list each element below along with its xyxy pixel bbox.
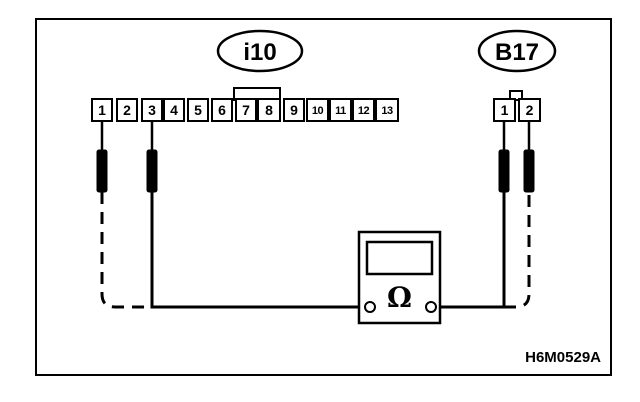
connector-i10-pin-label: 9 — [290, 102, 298, 118]
alternate-wires — [100, 192, 531, 309]
measurement-wires — [150, 192, 506, 309]
connector-i10-pin-label: 13 — [381, 105, 393, 117]
connector-i10-pin-row — [91, 98, 399, 122]
ohmmeter-terminal-left — [364, 301, 376, 313]
connector-i10: i10 1 2 3 4 5 6 7 8 9 — [91, 29, 399, 122]
connector-b17: B17 1 2 — [477, 29, 557, 122]
connector-i10-pin-label: 6 — [218, 102, 226, 118]
ohmmeter-display — [365, 240, 434, 276]
connector-i10-pin-cell — [257, 98, 281, 122]
connector-i10-pin-label: 5 — [194, 102, 202, 118]
connector-i10-pin-label: 12 — [358, 105, 370, 117]
probe-leads — [100, 121, 531, 150]
wire-i10-pin-1-dashed — [100, 192, 152, 309]
connector-i10-pin-label: 3 — [148, 102, 156, 118]
connector-b17-label: B17 — [495, 39, 539, 66]
connector-b17-label-oval — [477, 29, 557, 73]
reference-code: H6M0529A — [525, 349, 601, 366]
connector-i10-pin-cell — [283, 98, 305, 122]
wire-i10-pin-3-to-meter — [150, 192, 370, 309]
connector-b17-pin-label: 1 — [501, 102, 509, 118]
ohmmeter: Ω — [357, 230, 442, 325]
connector-i10-pin-cell — [116, 98, 138, 122]
connector-i10-pin-label: 4 — [170, 102, 178, 118]
connector-i10-pin-cell — [306, 98, 329, 122]
connector-i10-pin-label: 11 — [335, 105, 346, 117]
connector-i10-pin-labels: 1 2 3 4 5 6 7 8 9 10 11 12 13 — [98, 102, 393, 118]
probe-b17-pin-2 — [523, 149, 535, 193]
probe-b17-pin-1 — [498, 149, 510, 193]
connector-b17-pin-label: 2 — [526, 102, 534, 118]
wire-meter-to-b17-pin-1 — [431, 192, 506, 309]
connector-i10-label-oval — [216, 29, 304, 73]
connector-i10-pin-label: 10 — [312, 105, 324, 117]
diagram-frame — [35, 18, 612, 376]
probe-i10-pin-1 — [96, 149, 108, 193]
connector-i10-pin-label: 1 — [98, 102, 106, 118]
connector-i10-pin-label: 2 — [123, 102, 131, 118]
ohmmeter-ohm-symbol: Ω — [387, 281, 412, 314]
connector-i10-pin-cell — [329, 98, 352, 122]
connector-i10-pin-label: 8 — [265, 102, 273, 118]
probes — [96, 149, 535, 193]
connector-i10-pin-cell — [352, 98, 375, 122]
connector-i10-pin-cell — [211, 98, 233, 122]
connector-i10-pin-cell — [235, 98, 257, 122]
connector-i10-label: i10 — [243, 39, 276, 66]
connector-i10-pin-cell — [163, 98, 185, 122]
connector-i10-pin-label: 7 — [242, 102, 250, 118]
ohmmeter-terminal-right — [425, 301, 437, 313]
connector-i10-pin-cell — [187, 98, 209, 122]
probe-i10-pin-3 — [146, 149, 158, 193]
wire-b17-pin-2-dashed — [504, 192, 531, 309]
connector-i10-pin-cell — [375, 98, 399, 122]
